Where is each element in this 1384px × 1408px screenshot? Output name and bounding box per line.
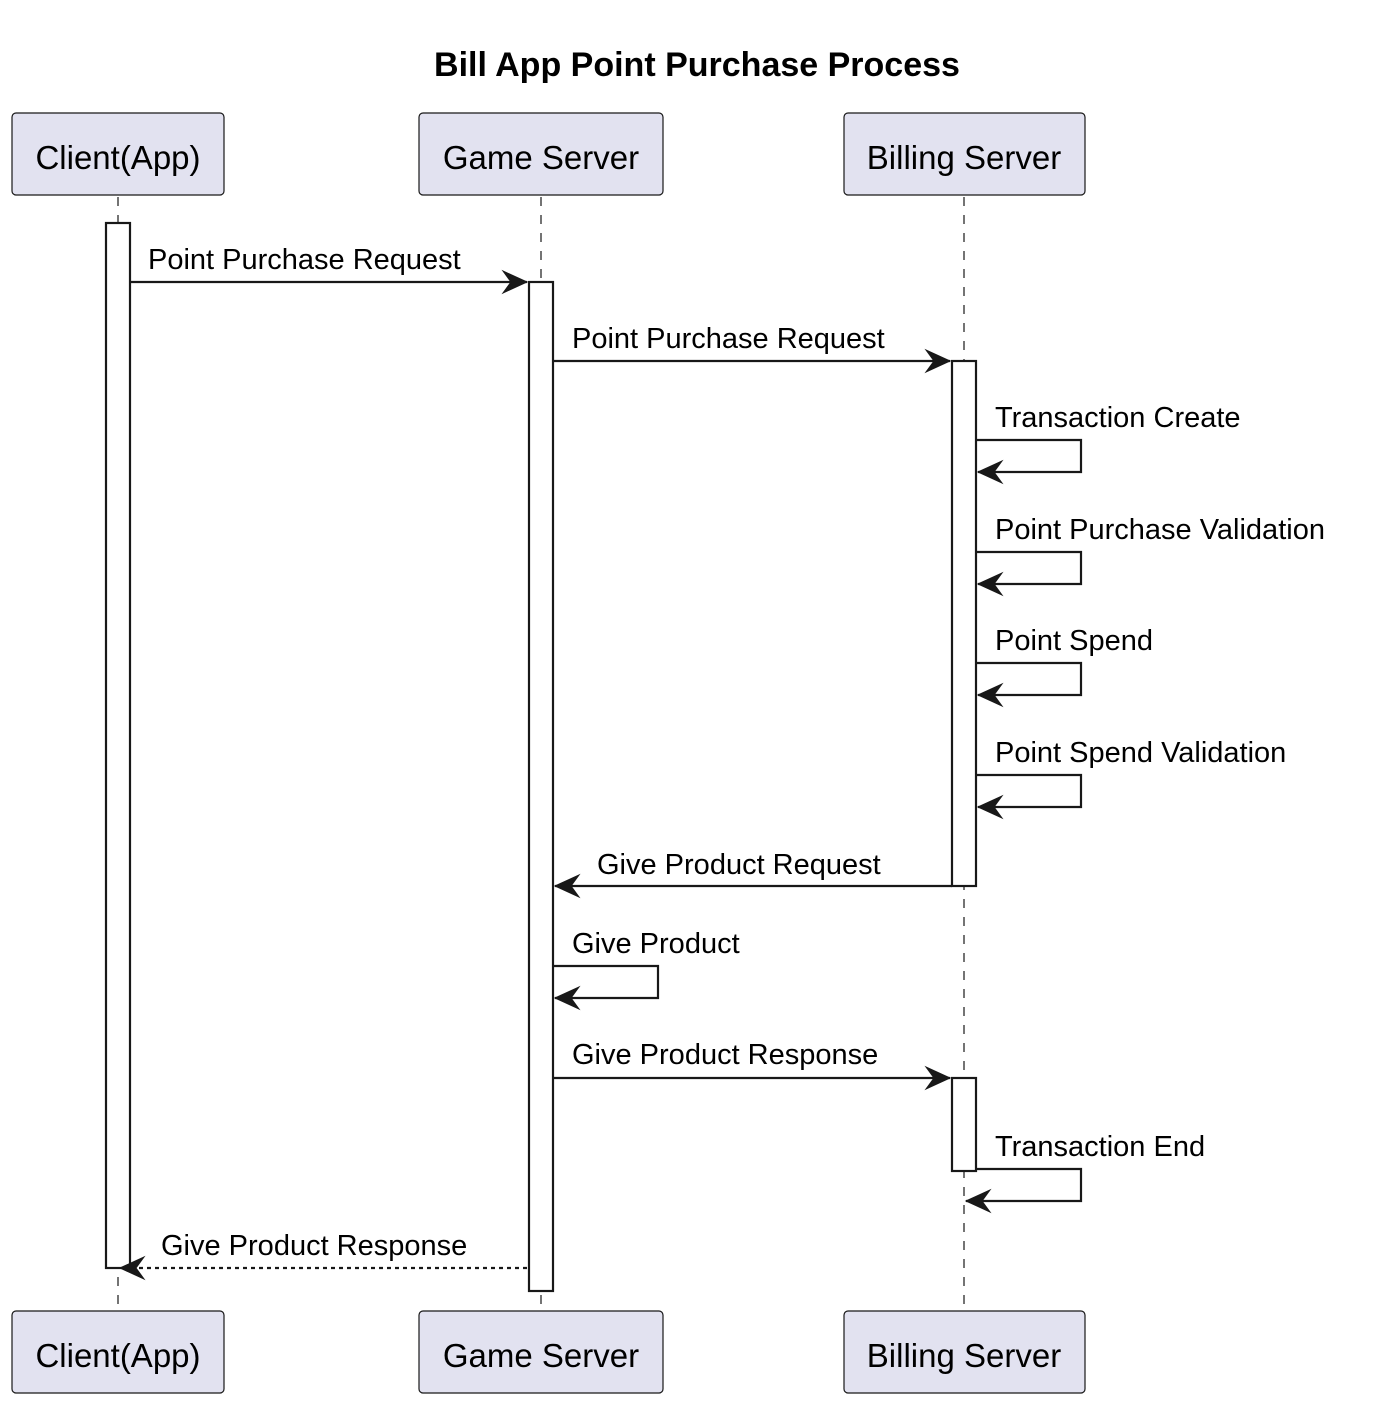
activation-game-server xyxy=(527,280,555,1293)
message-give-product: Give Product xyxy=(553,928,740,1011)
message-transaction-end: Transaction End xyxy=(964,1131,1205,1214)
message-give-product-request: Give Product Request xyxy=(553,849,952,899)
activation-billing-server-1 xyxy=(950,359,978,888)
participant-label: Billing Server xyxy=(867,139,1061,176)
participant-game-server-bottom: Game Server xyxy=(418,1310,664,1394)
message-label: Transaction End xyxy=(995,1131,1205,1163)
message-label: Give Product Request xyxy=(597,849,881,881)
message-point-spend: Point Spend xyxy=(976,625,1153,708)
activation-client xyxy=(104,221,132,1270)
arrowhead-right xyxy=(924,348,952,374)
arrowhead-left xyxy=(553,985,581,1011)
participant-billing-server-top: Billing Server xyxy=(843,112,1086,196)
message-label: Point Spend Validation xyxy=(995,737,1286,769)
message-point-spend-validation: Point Spend Validation xyxy=(976,737,1286,820)
message-point-purchase-validation: Point Purchase Validation xyxy=(976,514,1325,597)
message-label: Point Purchase Request xyxy=(148,244,461,276)
participant-label: Game Server xyxy=(443,139,639,176)
message-give-product-response-2: Give Product Response xyxy=(118,1230,527,1281)
arrowhead-right xyxy=(924,1065,952,1091)
message-label: Give Product xyxy=(572,928,740,960)
arrowhead-right xyxy=(501,269,529,295)
arrowhead-left xyxy=(964,1188,992,1214)
message-label: Transaction Create xyxy=(995,402,1241,434)
diagram-title: Bill App Point Purchase Process xyxy=(434,46,960,84)
arrowhead-left xyxy=(976,682,1004,708)
arrowhead-left xyxy=(118,1255,146,1281)
participant-billing-server-bottom: Billing Server xyxy=(843,1310,1086,1394)
participant-client-bottom: Client(App) xyxy=(11,1310,225,1394)
participant-label: Game Server xyxy=(443,1337,639,1374)
message-label: Point Purchase Request xyxy=(572,323,885,355)
participant-client-top: Client(App) xyxy=(11,112,225,196)
message-give-product-response-1: Give Product Response xyxy=(553,1039,952,1091)
message-point-purchase-request-1: Point Purchase Request xyxy=(130,244,529,295)
activation-billing-server-2 xyxy=(950,1076,978,1173)
participant-game-server-top: Game Server xyxy=(418,112,664,196)
arrowhead-left xyxy=(976,794,1004,820)
message-point-purchase-request-2: Point Purchase Request xyxy=(553,323,952,374)
arrowhead-left xyxy=(976,459,1004,485)
message-transaction-create: Transaction Create xyxy=(976,402,1241,485)
message-label: Point Purchase Validation xyxy=(995,514,1325,546)
message-label: Give Product Response xyxy=(572,1039,878,1071)
arrowhead-left xyxy=(553,873,581,899)
participant-label: Billing Server xyxy=(867,1337,1061,1374)
message-label: Give Product Response xyxy=(161,1230,467,1262)
arrowhead-left xyxy=(976,571,1004,597)
participant-label: Client(App) xyxy=(35,139,200,176)
participant-label: Client(App) xyxy=(35,1337,200,1374)
message-label: Point Spend xyxy=(995,625,1153,657)
